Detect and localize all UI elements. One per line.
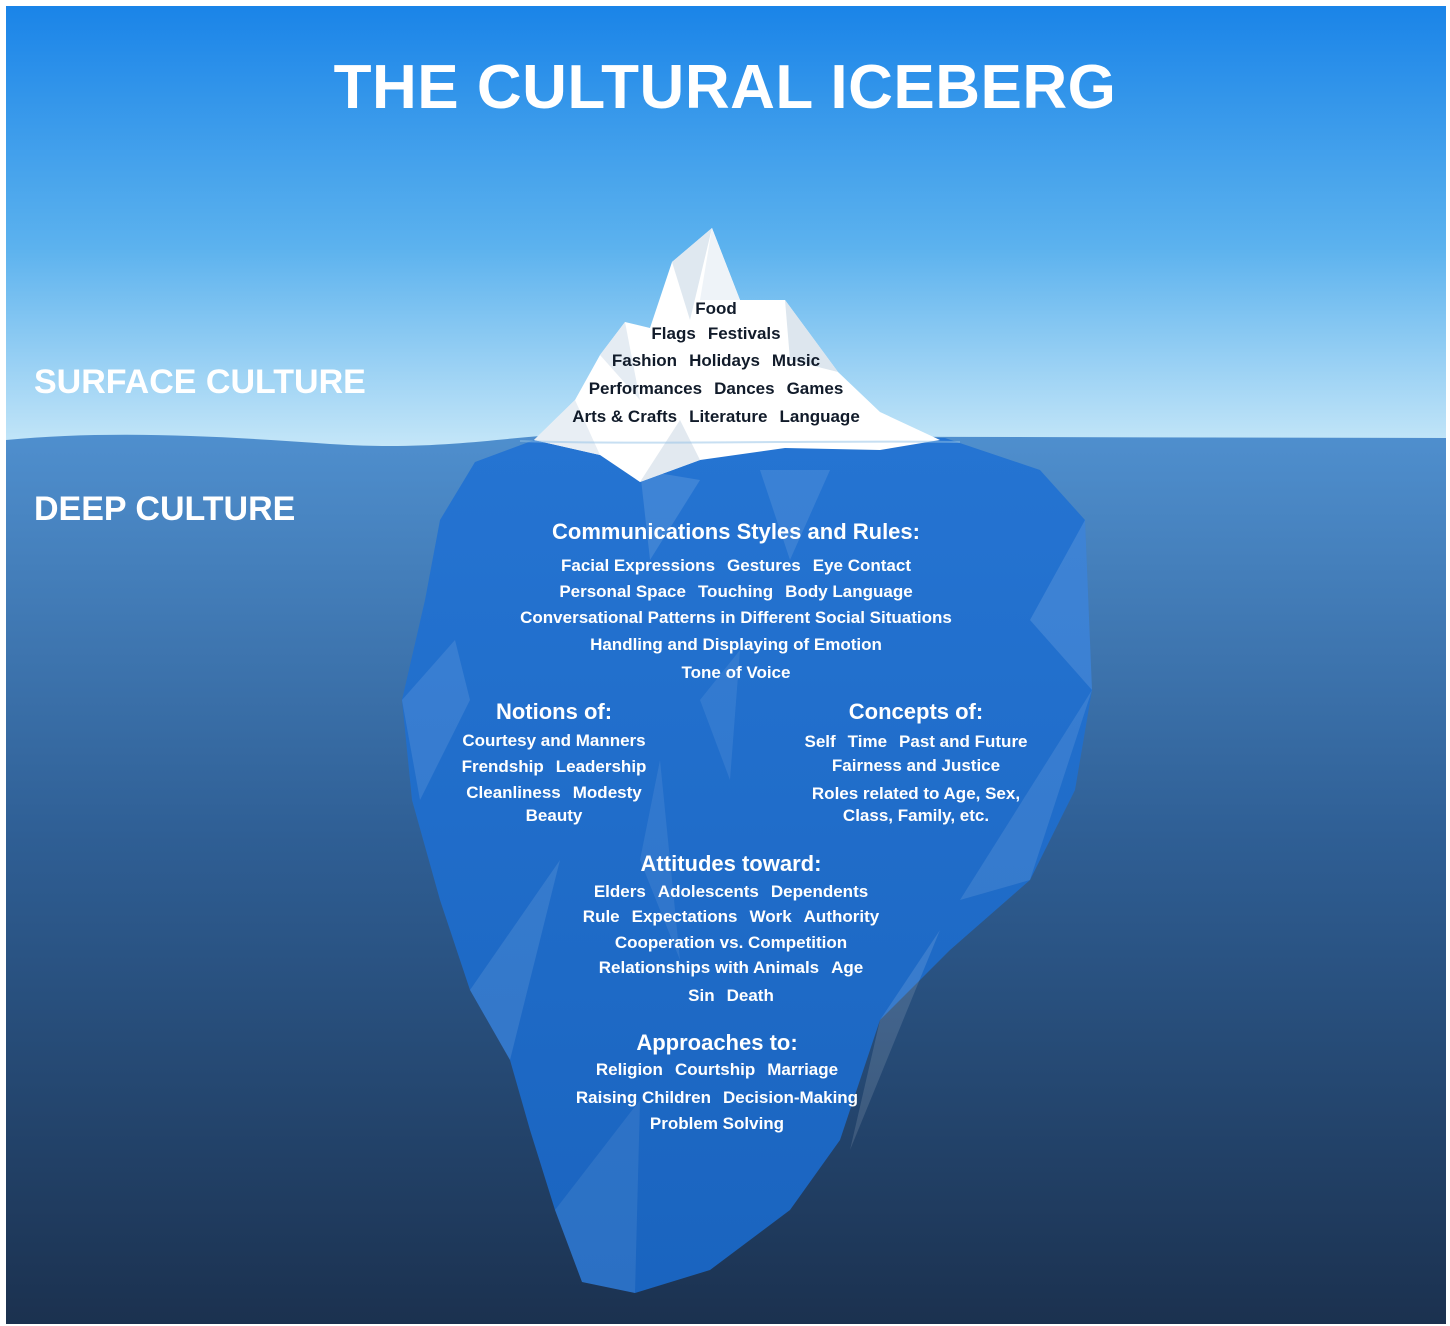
list-item: Tone of Voice <box>681 663 791 682</box>
list-item: Age <box>831 958 864 977</box>
list-item: Eye Contact <box>812 556 911 575</box>
list-item: Arts & Crafts <box>572 407 678 426</box>
list-item: Dances <box>714 379 775 398</box>
approaches-line: Raising Children Decision-Making <box>517 1088 917 1108</box>
list-item: Beauty <box>525 806 583 825</box>
list-item: Cleanliness <box>466 783 561 802</box>
notions-line: Courtesy and Manners <box>404 731 704 751</box>
list-item: Modesty <box>572 783 642 802</box>
approaches-line: Religion Courtship Marriage <box>517 1060 917 1080</box>
list-item: Holidays <box>689 351 760 370</box>
list-item: Class, Family, etc. <box>842 806 990 825</box>
list-item: Facial Expressions <box>561 556 716 575</box>
list-item: Death <box>726 986 774 1005</box>
surface-item-line: Performances Dances Games <box>0 379 1432 399</box>
list-item: Touching <box>697 582 774 601</box>
list-item: Handling and Displaying of Emotion <box>590 635 882 654</box>
communication-line: Handling and Displaying of Emotion <box>436 635 1036 655</box>
list-item: Self <box>804 732 836 751</box>
list-item: Festivals <box>707 324 781 343</box>
surface-item-line: Arts & Crafts Literature Language <box>0 407 1432 427</box>
list-item: Dependents <box>770 882 869 901</box>
list-item: Elders <box>593 882 646 901</box>
list-item: Food <box>695 299 737 318</box>
list-item: Rule <box>582 907 620 926</box>
underwater-iceberg <box>402 436 1092 1293</box>
notions-heading: Notions of: <box>495 699 613 724</box>
attitudes-line: Relationships with Animals Age <box>531 958 931 978</box>
list-item: Fairness and Justice <box>831 756 1001 775</box>
list-item: Cooperation vs. Competition <box>614 933 848 952</box>
list-item: Performances <box>588 379 703 398</box>
list-item: Authority <box>803 907 880 926</box>
approaches-heading: Approaches to: <box>636 1030 798 1055</box>
list-item: Language <box>779 407 860 426</box>
attitudes-line: Sin Death <box>531 986 931 1006</box>
attitudes-line: Rule Expectations Work Authority <box>531 907 931 927</box>
surface-item-line: Flags Festivals <box>0 324 1432 344</box>
list-item: Adolescents <box>657 882 759 901</box>
list-item: Music <box>771 351 821 370</box>
surface-item-line: Fashion Holidays Music <box>0 351 1432 371</box>
page-title: THE CULTURAL ICEBERG <box>333 53 1117 122</box>
list-item: Body Language <box>785 582 913 601</box>
communication-line: Conversational Patterns in Different Soc… <box>436 608 1036 628</box>
communication-line: Facial Expressions Gestures Eye Contact <box>436 556 1036 576</box>
communication-line: Tone of Voice <box>436 663 1036 683</box>
list-item: Flags <box>651 324 696 343</box>
list-item: Gestures <box>727 556 801 575</box>
list-item: Work <box>749 907 792 926</box>
attitudes-heading: Attitudes toward: <box>640 851 822 876</box>
surface-item-line: Food <box>0 299 1432 319</box>
list-item: Decision-Making <box>722 1088 859 1107</box>
surface-iceberg <box>534 228 940 482</box>
list-item: Courtship <box>674 1060 756 1079</box>
list-item: Sin <box>688 986 715 1005</box>
waterline <box>519 440 961 444</box>
concepts-line: Self Time Past and Future <box>766 732 1066 752</box>
surface-culture-label: SURFACE CULTURE <box>34 363 366 401</box>
list-item: Time <box>847 732 888 751</box>
list-item: Conversational Patterns in Different Soc… <box>520 608 952 627</box>
concepts-heading: Concepts of: <box>848 699 984 724</box>
deep-culture-label: DEEP CULTURE <box>34 490 296 528</box>
list-item: Leadership <box>555 757 647 776</box>
list-item: Relationships with Animals <box>598 958 820 977</box>
list-item: Problem Solving <box>649 1114 785 1133</box>
notions-line: Beauty <box>404 806 704 826</box>
communication-line: Personal Space Touching Body Language <box>436 582 1036 602</box>
list-item: Courtesy and Manners <box>462 731 646 750</box>
list-item: Raising Children <box>575 1088 711 1107</box>
list-item: Games <box>786 379 844 398</box>
list-item: Fashion <box>611 351 678 370</box>
iceberg-facets <box>402 470 1092 1293</box>
list-item: Past and Future <box>899 732 1028 751</box>
communication-heading: Communications Styles and Rules: <box>552 519 920 544</box>
list-item: Religion <box>595 1060 663 1079</box>
list-item: Roles related to Age, Sex, <box>811 784 1021 803</box>
list-item: Literature <box>689 407 768 426</box>
list-item: Expectations <box>631 907 738 926</box>
list-item: Personal Space <box>559 582 686 601</box>
list-item: Marriage <box>767 1060 839 1079</box>
concepts-line: Roles related to Age, Sex, <box>766 784 1066 804</box>
concepts-line: Class, Family, etc. <box>766 806 1066 826</box>
notions-line: Frendship Leadership <box>404 757 704 777</box>
attitudes-line: Cooperation vs. Competition <box>531 933 931 953</box>
concepts-line: Fairness and Justice <box>766 756 1066 776</box>
attitudes-line: Elders Adolescents Dependents <box>531 882 931 902</box>
notions-line: Cleanliness Modesty <box>404 783 704 803</box>
list-item: Frendship <box>461 757 544 776</box>
approaches-line: Problem Solving <box>517 1114 917 1134</box>
